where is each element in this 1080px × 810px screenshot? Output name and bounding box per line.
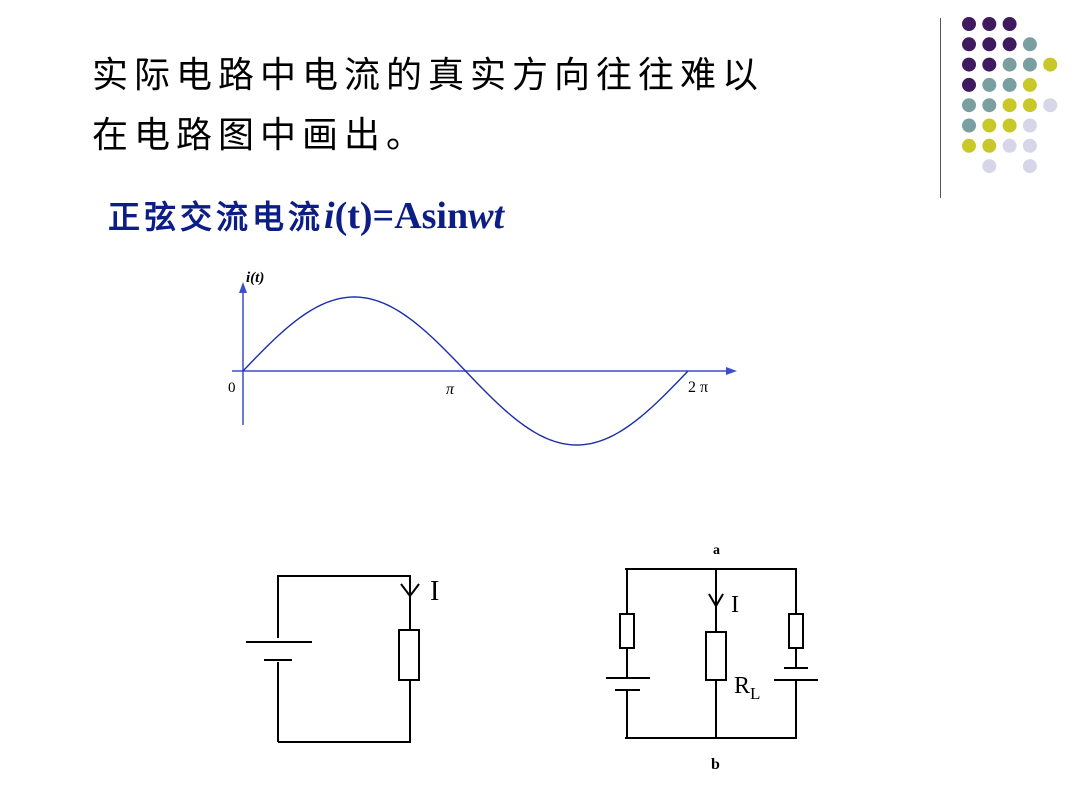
decorative-dot bbox=[982, 17, 997, 31]
decorative-dot-grid bbox=[962, 17, 1058, 174]
decorative-dot bbox=[1043, 98, 1058, 113]
circuit2-load-resistor bbox=[705, 631, 727, 681]
decorative-dot bbox=[1022, 37, 1037, 52]
decorative-dot bbox=[982, 77, 997, 92]
circuit1-current-label: I bbox=[430, 576, 439, 607]
decorative-dot bbox=[1043, 57, 1058, 72]
decorative-dot bbox=[982, 118, 997, 133]
decorative-dot bbox=[1022, 138, 1037, 153]
slide-text-line-1: 实际电路中电流的真实方向往往难以 bbox=[92, 55, 765, 96]
y-axis-arrow bbox=[239, 282, 247, 293]
formula-arg: (t)=Asin bbox=[334, 195, 469, 237]
decorative-dot bbox=[962, 17, 976, 31]
decorative-dot bbox=[1002, 118, 1017, 133]
tick-label-0: 0 bbox=[228, 380, 236, 396]
decorative-dot bbox=[1002, 77, 1017, 92]
decorative-dot bbox=[982, 138, 997, 153]
decorative-dot bbox=[962, 57, 976, 72]
circuit-diagram-parallel: a b I RL bbox=[606, 543, 818, 773]
decorative-dot bbox=[1022, 77, 1037, 92]
decorative-dot bbox=[962, 77, 976, 92]
tick-label-pi: π bbox=[446, 381, 455, 398]
decorative-dot bbox=[982, 159, 997, 174]
decorative-dot bbox=[1002, 138, 1017, 153]
formula-var: wt bbox=[468, 195, 505, 237]
sine-wave-chart: i(t) 0 π 2 π bbox=[228, 270, 737, 446]
circuit2-left-resistor bbox=[619, 613, 635, 649]
circuit2-right-resistor bbox=[788, 613, 804, 649]
circuit2-resistor-main: R bbox=[734, 673, 750, 699]
circuit2-node-b-label: b bbox=[711, 756, 720, 773]
y-axis-label: i(t) bbox=[246, 270, 264, 286]
decorative-dot bbox=[1002, 37, 1017, 52]
circuit1-current-arrow bbox=[400, 583, 420, 598]
circuit-diagram-simple: I bbox=[246, 575, 439, 743]
decorative-dot bbox=[962, 138, 976, 153]
sine-curve bbox=[242, 296, 689, 446]
decorative-dot bbox=[1022, 57, 1037, 72]
formula-prefix: 正弦交流电流 bbox=[108, 198, 325, 236]
decorative-dot bbox=[1002, 17, 1017, 31]
decorative-dot bbox=[1022, 98, 1037, 113]
decorative-dot bbox=[962, 118, 976, 133]
decorative-dot bbox=[1022, 159, 1037, 174]
formula-heading: 正弦交流电流i(t)=Asinwt bbox=[108, 192, 504, 238]
x-axis-arrow bbox=[726, 367, 737, 375]
decorative-dot bbox=[962, 98, 976, 113]
decorative-dot bbox=[1002, 98, 1017, 113]
circuit2-current-label: I bbox=[731, 592, 739, 618]
decorative-dot bbox=[982, 57, 997, 72]
circuit1-wire-bottom bbox=[278, 680, 411, 743]
decorative-dot bbox=[962, 37, 976, 52]
circuit1-wire-top bbox=[277, 575, 411, 638]
circuit2-resistor-label: RL bbox=[734, 673, 760, 703]
formula-fn: i bbox=[324, 195, 335, 237]
slide-text-line-2: 在电路图中画出。 bbox=[92, 115, 429, 156]
decorative-vertical-line bbox=[940, 18, 941, 198]
circuit2-current-arrow bbox=[708, 593, 724, 608]
decorative-dot bbox=[1022, 118, 1037, 133]
decorative-dot bbox=[982, 37, 997, 52]
circuit1-resistor bbox=[398, 629, 420, 681]
decorative-dot bbox=[1002, 57, 1017, 72]
decorative-dot bbox=[982, 98, 997, 113]
circuit2-node-a-label: a bbox=[713, 543, 720, 558]
circuit2-resistor-sub: L bbox=[750, 684, 760, 703]
tick-label-2pi: 2 π bbox=[688, 379, 708, 396]
